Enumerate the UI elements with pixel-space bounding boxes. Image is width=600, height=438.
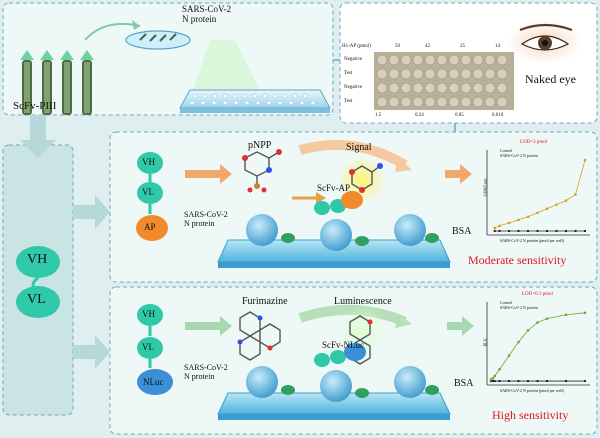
nluc-vh-label: VH: [142, 309, 155, 319]
ap-antigen-label: SARS-CoV-2: [184, 210, 228, 219]
glow-beam: [190, 40, 265, 100]
ap-vl-label: VL: [142, 187, 154, 197]
luminescence-label: Luminescence: [334, 296, 392, 307]
process-arrow-head: [316, 192, 326, 204]
down-arrow: [20, 115, 56, 158]
plate-bottom-value: 0.24: [415, 113, 424, 118]
plate-col-value: 50: [395, 44, 400, 49]
ap-antigen-label: N protein: [184, 219, 215, 228]
curve-arrow-head: [132, 20, 140, 30]
ap-tag-label: AP: [144, 222, 156, 232]
nluc-antigen-label: N protein: [184, 372, 215, 381]
scfv-ap-label: ScFv-AP: [317, 183, 351, 193]
plate-row-label: Negative: [344, 85, 363, 90]
ap-ylabel: OD405 nm: [482, 178, 488, 197]
ap-xlabel: SARS-CoV-2 N protein (pmol per well): [500, 238, 564, 243]
scfv-nluc-label: ScFv-NLuc: [322, 340, 364, 350]
ap-legend-protein: SARS-CoV-2 N protein: [500, 153, 539, 158]
signal-label: Signal: [346, 142, 372, 153]
naked-eye-label: Naked eye: [525, 72, 576, 86]
plate-col-value: 14: [495, 44, 500, 49]
ap-bsa-label: BSA: [452, 226, 472, 237]
chart-series-line: [494, 159, 586, 229]
pnpp-label: pNPP: [248, 140, 272, 151]
nluc-tag-label: NLuc: [143, 377, 164, 387]
right-arrow-ap: [73, 195, 110, 229]
high-sensitivity-label: High sensitivity: [492, 408, 569, 422]
moderate-sensitivity-label: Moderate sensitivity: [468, 253, 567, 267]
bsa-protein: [281, 233, 439, 246]
plate-col-value: 42: [425, 44, 430, 49]
left-vh-label: VH: [27, 252, 48, 267]
ap-scfv: [136, 152, 168, 241]
bsa-protein: [281, 385, 439, 398]
pnpp-atoms: [242, 149, 282, 193]
plate-row-label: Negative: [344, 57, 363, 62]
nluc-antigen-label: SARS-CoV-2: [184, 363, 228, 372]
plate-row-header: H1-AP (pmol): [342, 44, 371, 49]
ap-chart: [486, 150, 590, 236]
petri-dish: [125, 30, 191, 50]
right-arrow-nluc: [73, 335, 110, 369]
nluc-lod-label: LOD=0.1 pmol: [522, 292, 553, 297]
to-chart-arrow-nluc: [447, 316, 474, 336]
antigen-label: N protein: [182, 14, 217, 24]
flow-arrow-ap: [185, 164, 232, 184]
microplate-wells: [189, 93, 316, 106]
plate-bottom-value: 1.5: [375, 113, 382, 118]
nluc-chart: [486, 302, 590, 386]
ap-lod-label: LOD=3 pmol: [520, 140, 548, 145]
nluc-bsa-label: BSA: [454, 378, 474, 389]
to-chart-arrow-ap: [445, 164, 472, 184]
nluc-legend-control: Control: [500, 300, 513, 305]
nluc-scfv: [137, 304, 173, 395]
nluc-ylabel: RLU: [482, 338, 488, 347]
microplate: [179, 89, 331, 109]
virus-antigen: [246, 366, 426, 402]
furimazine-label: Furimazine: [242, 296, 288, 307]
phage-group: [20, 50, 94, 115]
flow-arrow-nluc: [185, 316, 232, 336]
ap-legend-control: Control: [500, 148, 513, 153]
scfv-panel: [2, 144, 74, 416]
virus-antigen: [246, 214, 426, 251]
nluc-legend-protein: SARS-CoV-2 N protein: [500, 305, 539, 310]
bound-scfv-nluc: [314, 343, 366, 367]
bound-scfv-ap: [314, 191, 363, 215]
antigen-label: SARS-CoV-2: [182, 4, 232, 14]
plate-photo-wells: [376, 54, 508, 108]
left-scfv: [16, 246, 60, 318]
plate-bottom-value: 0.05: [455, 113, 464, 118]
plate-col-value: 25: [460, 44, 465, 49]
plate-row-label: Test: [344, 71, 353, 76]
plate-bottom-value: 0.010: [492, 113, 504, 118]
chart-series-line: [490, 312, 586, 380]
nluc-xlabel: SARS-CoV-2 N protein (pmol per well): [500, 388, 564, 393]
left-vl-label: VL: [27, 292, 46, 307]
flow-arc-ap: [298, 140, 408, 170]
ap-vh-label: VH: [142, 157, 155, 167]
plate-row-label: Test: [344, 99, 353, 104]
nluc-vl-label: VL: [142, 342, 154, 352]
phage-label: ScFv-PIII: [13, 100, 57, 112]
